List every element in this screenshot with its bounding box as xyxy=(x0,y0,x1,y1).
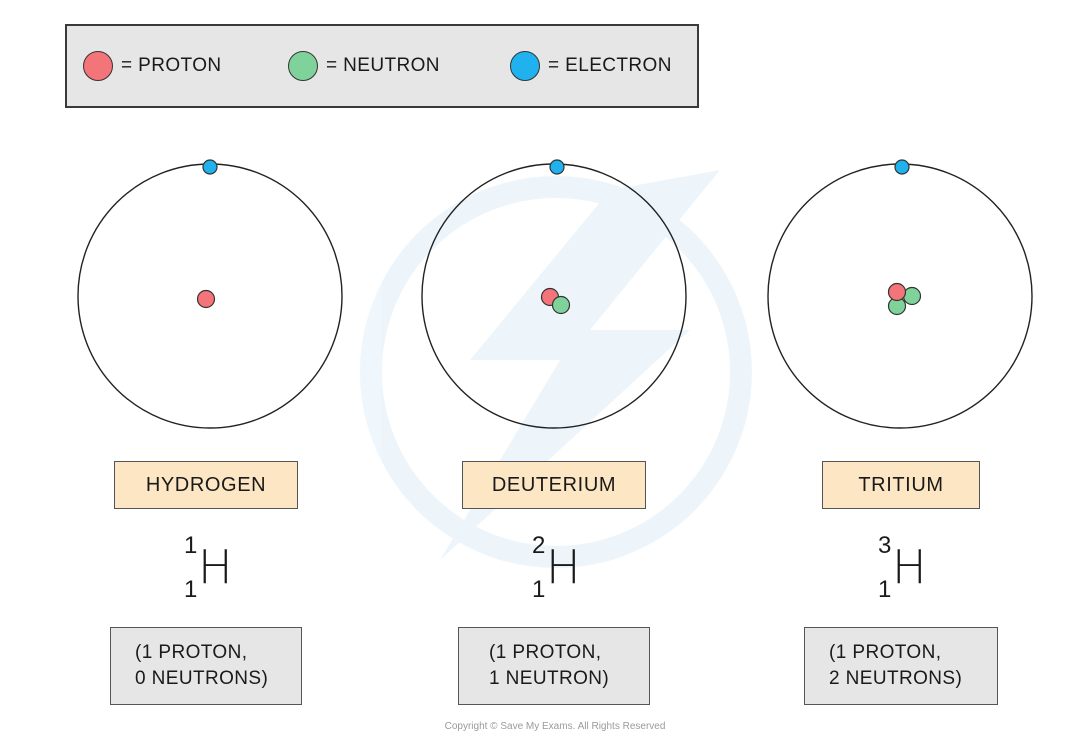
composition-tritium: (1 PROTON, 2 NEUTRONS) xyxy=(804,627,998,705)
nuclide-symbol-deuterium: 2 1 H xyxy=(532,532,612,612)
neutron xyxy=(551,295,571,315)
nuclide-symbol-hydrogen: 1 1 H xyxy=(184,532,264,612)
electron xyxy=(202,159,218,175)
deuterium-atom xyxy=(421,159,687,429)
element-symbol: H xyxy=(198,540,233,594)
atomic-number: 1 xyxy=(184,576,198,603)
legend-electron-label: = ELECTRON xyxy=(548,55,672,76)
proton xyxy=(196,289,216,309)
electron xyxy=(894,159,910,175)
mass-number: 3 xyxy=(878,532,892,559)
legend-proton-label: = PROTON xyxy=(121,55,222,76)
composition-line-2: 1 NEUTRON) xyxy=(489,668,610,689)
element-symbol: H xyxy=(892,540,927,594)
legend-electron: = ELECTRON xyxy=(510,26,672,106)
nuclide-symbol-tritium: 3 1 H xyxy=(878,532,958,612)
composition-line-1: (1 PROTON, xyxy=(135,642,248,663)
element-symbol: H xyxy=(546,540,581,594)
proton-swatch xyxy=(83,51,113,81)
neutron xyxy=(902,286,922,306)
atomic-number: 1 xyxy=(532,576,546,603)
hydrogen-atom xyxy=(77,159,343,429)
tritium-atom xyxy=(767,159,1033,429)
composition-line-1: (1 PROTON, xyxy=(489,642,602,663)
legend: = PROTON = NEUTRON = ELECTRON xyxy=(65,24,699,108)
isotope-name-hydrogen: HYDROGEN xyxy=(114,461,298,509)
composition-hydrogen: (1 PROTON, 0 NEUTRONS) xyxy=(110,627,302,705)
legend-neutron-label: = NEUTRON xyxy=(326,55,440,76)
mass-number: 2 xyxy=(532,532,546,559)
neutron-swatch xyxy=(288,51,318,81)
isotope-name-tritium: TRITIUM xyxy=(822,461,980,509)
electron-swatch xyxy=(510,51,540,81)
proton xyxy=(887,282,907,302)
legend-neutron: = NEUTRON xyxy=(288,26,440,106)
composition-line-2: 2 NEUTRONS) xyxy=(829,668,963,689)
composition-line-2: 0 NEUTRONS) xyxy=(135,668,269,689)
composition-line-1: (1 PROTON, xyxy=(829,642,942,663)
copyright-notice: Copyright © Save My Exams. All Rights Re… xyxy=(444,721,666,732)
legend-proton: = PROTON xyxy=(83,26,222,106)
isotope-name-deuterium: DEUTERIUM xyxy=(462,461,646,509)
mass-number: 1 xyxy=(184,532,198,559)
electron xyxy=(549,159,565,175)
composition-deuterium: (1 PROTON, 1 NEUTRON) xyxy=(458,627,650,705)
atomic-number: 1 xyxy=(878,576,892,603)
